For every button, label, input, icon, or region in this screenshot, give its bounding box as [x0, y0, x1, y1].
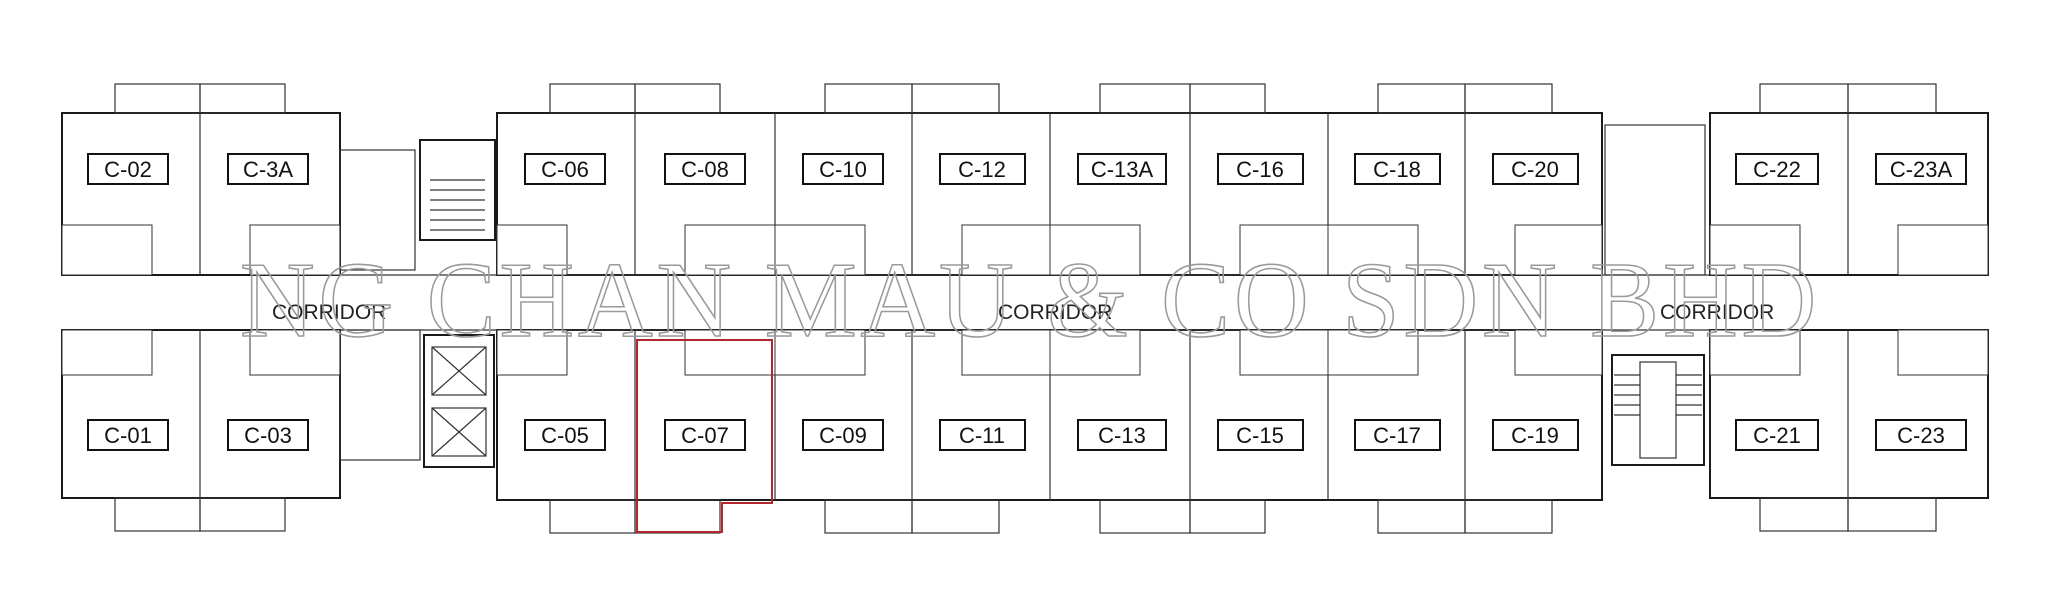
unit-label: C-15 — [1236, 423, 1284, 448]
corridor-label-center: CORRIDOR — [998, 301, 1112, 324]
unit-label: C-08 — [681, 157, 729, 182]
corridor-label-right: CORRIDOR — [1660, 301, 1774, 324]
unit-label: C-20 — [1511, 157, 1559, 182]
unit-labels-top: C-02 C-3A C-06 C-08 C-10 C-12 C-13A C-16… — [87, 153, 1967, 185]
watermark: NG CHAN MAU & CO SDN BHD — [240, 241, 1820, 360]
unit-label: C-13A — [1091, 157, 1154, 182]
unit-label: C-17 — [1373, 423, 1421, 448]
right-stair-core — [1604, 124, 1706, 466]
unit-label: C-18 — [1373, 157, 1421, 182]
unit-label: C-05 — [541, 423, 589, 448]
main-block — [340, 83, 1710, 534]
unit-label: C-23A — [1890, 157, 1953, 182]
unit-label: C-01 — [104, 423, 152, 448]
unit-label: C-03 — [244, 423, 292, 448]
unit-label: C-09 — [819, 423, 867, 448]
unit-label: C-07 — [681, 423, 729, 448]
unit-label: C-22 — [1753, 157, 1801, 182]
unit-label: C-3A — [243, 157, 293, 182]
unit-label: C-11 — [959, 423, 1005, 448]
unit-label: C-06 — [541, 157, 589, 182]
unit-label: C-13 — [1098, 423, 1146, 448]
right-wing — [1709, 83, 1989, 532]
left-wing — [61, 83, 341, 532]
unit-label: C-21 — [1753, 423, 1801, 448]
unit-label: C-02 — [104, 157, 152, 182]
unit-label: C-16 — [1236, 157, 1284, 182]
unit-label: C-23 — [1897, 423, 1945, 448]
unit-label: C-19 — [1511, 423, 1559, 448]
unit-label: C-10 — [819, 157, 867, 182]
unit-label: C-12 — [958, 157, 1006, 182]
highlighted-unit-outline — [636, 339, 773, 533]
corridor-label-left: CORRIDOR — [272, 301, 386, 324]
unit-labels-bottom: C-01 C-03 C-05 C-07 C-09 C-11 C-13 C-15 … — [87, 419, 1967, 451]
